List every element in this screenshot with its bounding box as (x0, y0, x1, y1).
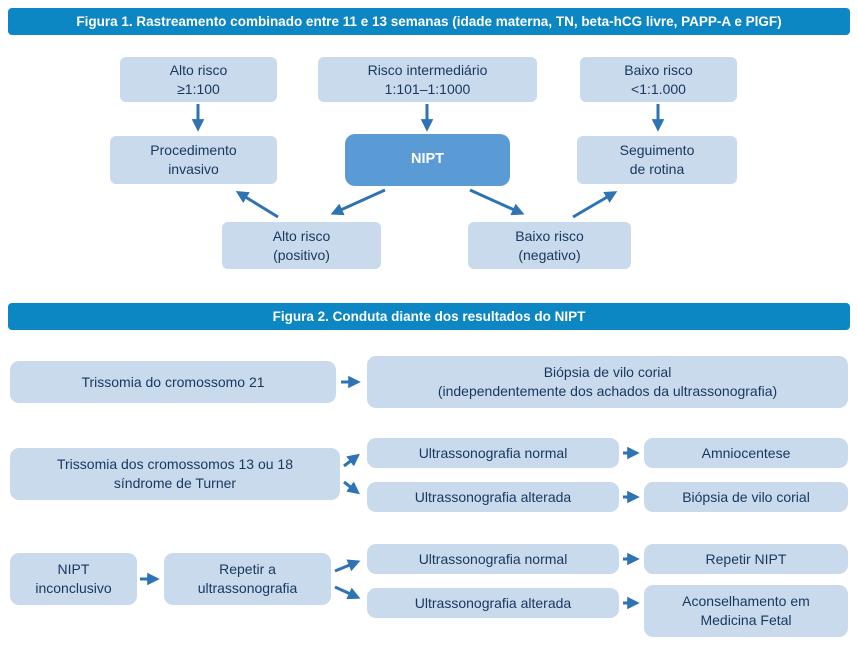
figure2-title-bar: Figura 2. Conduta diante dos resultados … (8, 303, 850, 330)
node-us-normal-1: Ultrassonografia normal (367, 438, 619, 468)
node-trissomia-21: Trissomia do cromossomo 21 (10, 361, 336, 403)
arrow-nipt-to-negativo (469, 188, 525, 216)
node-amniocentese: Amniocentese (644, 438, 848, 468)
node-baixo-risco: Baixo risco <1:1.000 (580, 57, 737, 102)
node-procedimento-invasivo: Procedimento invasivo (110, 136, 277, 184)
node-biopsia-vilo-corial: Biópsia de vilo corial (644, 482, 848, 512)
node-us-alterada-1: Ultrassonografia alterada (367, 482, 619, 512)
node-aconselhamento: Aconselhamento em Medicina Fetal (644, 585, 848, 637)
node-alto-risco: Alto risco ≥1:100 (120, 57, 277, 102)
node-biopsia-independente: Biópsia de vilo corial (independentement… (367, 356, 848, 408)
arrow-t13-to-us-alterada (343, 480, 360, 495)
node-repetir-us: Repetir a ultrassonografia (164, 553, 331, 605)
node-alto-risco-positivo: Alto risco (positivo) (222, 222, 381, 269)
node-us-alterada-2: Ultrassonografia alterada (367, 588, 619, 618)
arrow-nipt-to-positivo (330, 188, 386, 216)
node-seguimento-rotina: Seguimento de rotina (577, 136, 737, 184)
node-baixo-risco-negativo: Baixo risco (negativo) (468, 222, 631, 269)
node-nipt-inconclusivo: NIPT inconclusivo (10, 553, 137, 605)
node-repetir-nipt: Repetir NIPT (644, 544, 848, 574)
arrow-t13-to-us-normal (343, 453, 360, 468)
node-risco-intermediario: Risco intermediário 1:101–1:1000 (318, 57, 537, 102)
figure1-title: Figura 1. Rastreamento combinado entre 1… (76, 14, 782, 29)
figure1-title-bar: Figura 1. Rastreamento combinado entre 1… (8, 8, 850, 35)
arrow-repetir-us-to-us-alterada (334, 585, 361, 600)
node-trissomia-13-18: Trissomia dos cromossomos 13 ou 18 síndr… (10, 448, 340, 500)
node-us-normal-2: Ultrassonografia normal (367, 544, 619, 574)
arrow-positivo-to-invasivo (235, 191, 279, 219)
arrow-repetir-us-to-us-normal (334, 559, 361, 573)
figure2-title: Figura 2. Conduta diante dos resultados … (272, 309, 586, 324)
arrow-negativo-to-rotina (572, 191, 618, 219)
node-nipt: NIPT (345, 134, 510, 186)
